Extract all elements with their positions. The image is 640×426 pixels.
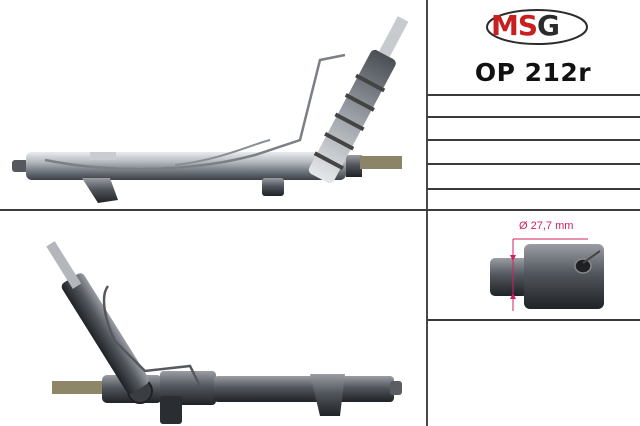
msg-logo: MSG xyxy=(485,6,590,48)
spec-row-line xyxy=(427,319,640,321)
steering-rack-photo-bottom xyxy=(46,241,402,424)
divider-horizontal xyxy=(0,209,640,211)
spec-row-line xyxy=(427,139,640,141)
logo-swoosh-icon xyxy=(486,9,588,45)
divider-vertical xyxy=(426,0,428,426)
steering-rack-photo-top xyxy=(12,16,409,203)
spec-row-line xyxy=(427,188,640,190)
logo-text-g: G xyxy=(537,9,560,42)
spec-row-line xyxy=(427,116,640,118)
spec-row-line xyxy=(427,94,640,96)
part-number: OP 212r xyxy=(474,58,592,87)
rack-end-detail-photo xyxy=(490,238,604,311)
diameter-label: Ø 27,7 mm xyxy=(519,220,574,232)
spec-row-line xyxy=(427,163,640,165)
logo-text-ms: MS xyxy=(491,9,538,42)
